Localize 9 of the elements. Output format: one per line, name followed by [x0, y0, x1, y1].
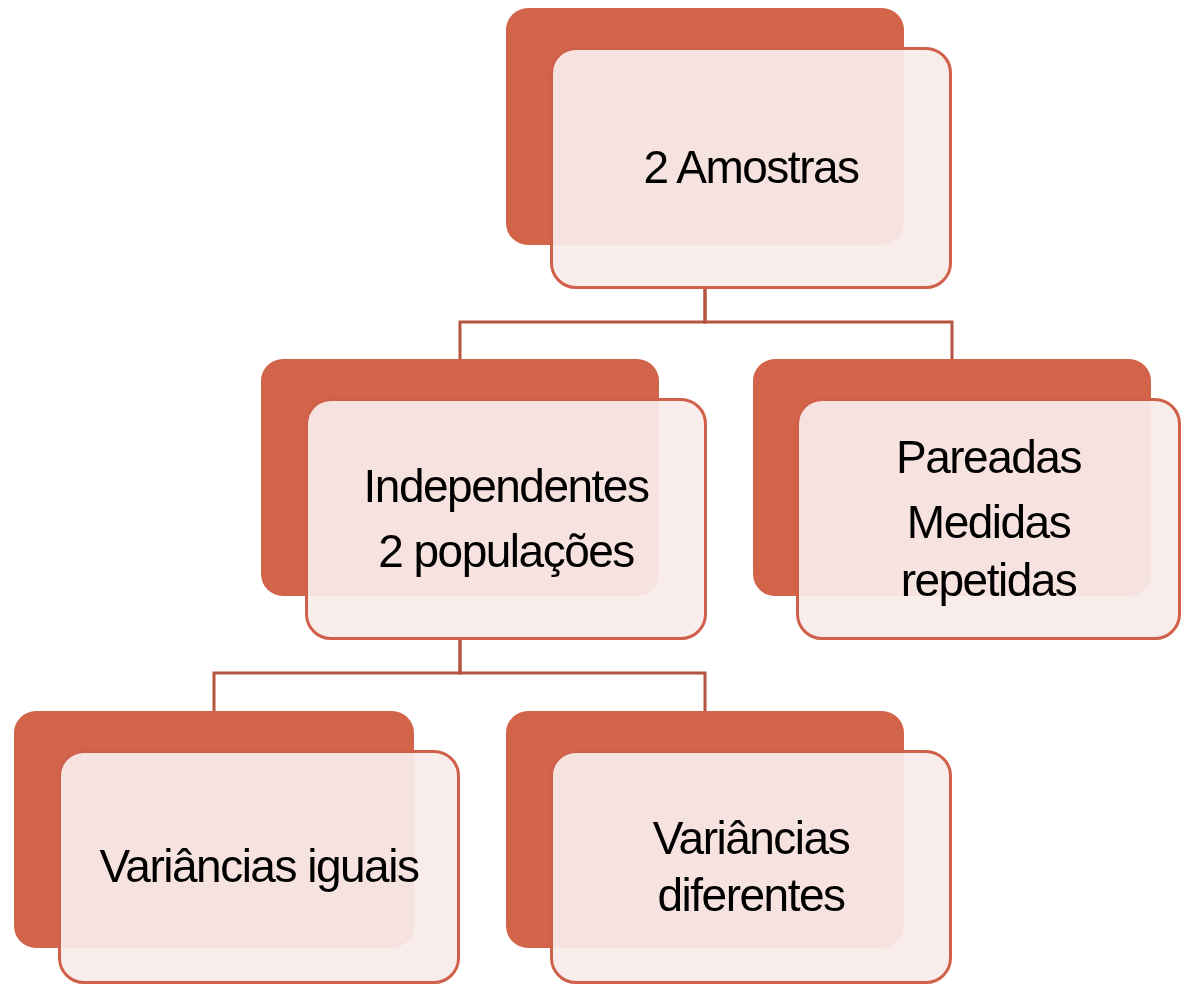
node-label: 2 populações	[378, 524, 634, 579]
node-label: Medidas repetidas	[899, 495, 1078, 608]
node-label: Independentes	[363, 458, 649, 514]
connector-line	[703, 289, 954, 359]
node-label: Pareadas	[896, 429, 1081, 485]
node-label: Variâncias iguais	[99, 839, 419, 895]
connector-line	[458, 640, 707, 711]
node-label: 2 Amostras	[643, 140, 859, 196]
node-label: Variâncias diferentes	[651, 810, 851, 923]
